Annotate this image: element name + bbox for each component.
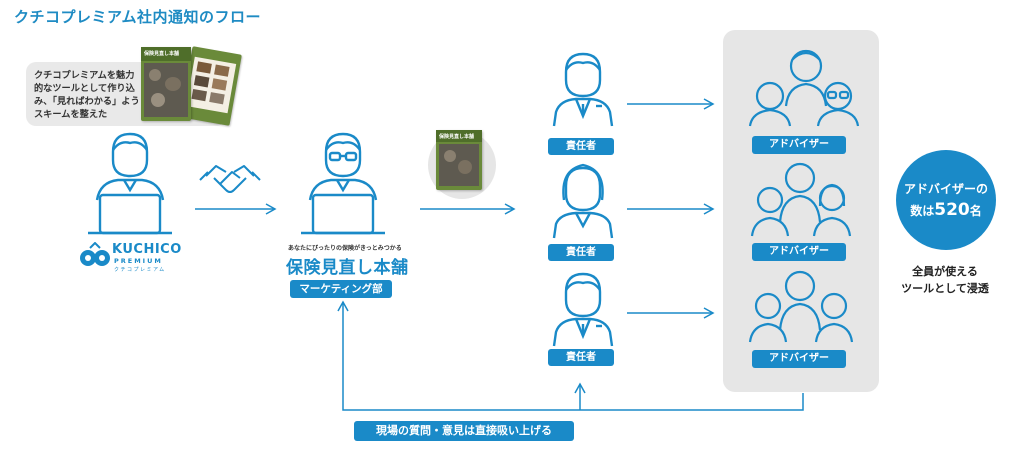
booklet-small: 保険見直し本舗 — [436, 130, 482, 190]
side-text-line1: 全員が使える — [912, 265, 978, 278]
advisor-group-3-icon — [748, 270, 854, 343]
booklet-title: 保険見直し本舗 — [144, 51, 180, 57]
booklet-small-title: 保険見直し本舗 — [439, 134, 475, 140]
kuchico-logo-sub: PREMIUM — [114, 257, 163, 265]
handshake-icon — [199, 165, 261, 193]
advisor-tag-3: アドバイザー — [752, 350, 846, 368]
feedback-tag: 現場の質問・意見は直接吸い上げる — [354, 421, 574, 441]
advisor-count-number: 520 — [934, 200, 970, 220]
manager-tag-2: 責任者 — [548, 244, 614, 261]
advisor-count-circle: アドバイザーの 数は520名 — [896, 150, 996, 250]
page-title: クチコプレミアム社内通知のフロー — [14, 8, 261, 26]
marketing-worker-icon — [301, 132, 385, 235]
advisor-group-2-icon — [750, 162, 852, 237]
side-text-line2: ツールとして浸透 — [901, 282, 989, 295]
bubble-text: クチコプレミアムを魅力的なツールとして作り込み、「見ればわかる」ようスキームを整… — [34, 70, 140, 120]
advisor-count-prefix: 数は — [910, 204, 935, 218]
kuchico-logo-main: KUCHICO — [112, 242, 182, 257]
marketing-dept-tag: マーケティング部 — [290, 280, 392, 298]
company-name: 保険見直し本舗 — [286, 258, 409, 278]
advisor-group-1-icon — [748, 49, 860, 127]
advisor-panel — [723, 30, 879, 392]
manager-tag-3: 責任者 — [548, 349, 614, 366]
advisor-count-suffix: 名 — [969, 204, 982, 218]
manager-1-icon — [552, 52, 614, 127]
booklet-front: 保険見直し本舗 — [141, 47, 191, 121]
advisor-count-line1: アドバイザーの — [903, 182, 988, 196]
kuchico-logo-kana: クチコプレミアム — [114, 267, 166, 273]
kuchico-logo-mark-icon — [80, 242, 110, 266]
kuchico-logo: KUCHICO PREMIUM クチコプレミアム — [78, 238, 188, 278]
kuchico-worker-icon — [88, 132, 172, 235]
advisor-tag-1: アドバイザー — [752, 136, 846, 154]
manager-tag-1: 責任者 — [548, 138, 614, 155]
advisor-tag-2: アドバイザー — [752, 243, 846, 261]
manager-3-icon — [552, 272, 614, 347]
advisor-count-line2: 数は520名 — [896, 200, 996, 220]
manager-2-icon — [552, 163, 614, 239]
company-tagline: あなたにぴったりの保険がきっとみつかる — [288, 245, 402, 252]
feedback-line — [337, 300, 804, 411]
